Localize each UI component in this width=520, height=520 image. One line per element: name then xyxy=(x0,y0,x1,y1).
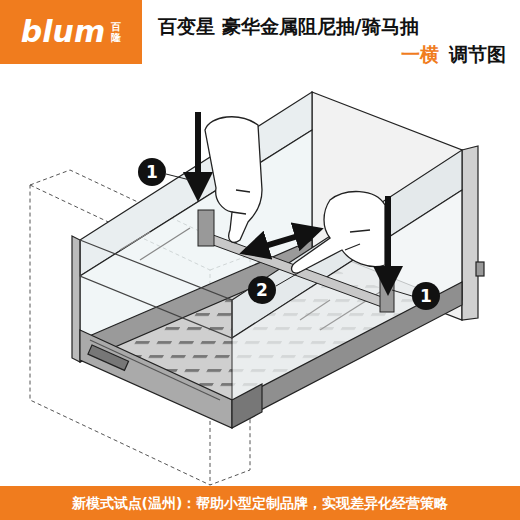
leader-line xyxy=(166,174,412,296)
footer-band: 新模式试点(温州)：帮助小型定制品牌，实现差异化经营策略 xyxy=(0,486,520,520)
node-text: 1 xyxy=(146,162,158,182)
brand-name: blum xyxy=(21,14,105,50)
node-text: 1 xyxy=(420,286,432,306)
brand-chinese: 百隆 xyxy=(111,21,121,43)
adjust-arrows xyxy=(198,112,388,290)
callout-number: 2 xyxy=(248,276,276,304)
callout-number: 1 xyxy=(412,282,440,310)
drawer-front xyxy=(72,236,262,428)
header-rule xyxy=(0,72,520,73)
title: 百变星 豪华金属阻尼抽/骑马抽 xyxy=(158,14,419,40)
node-text: 新模式试点(温州)：帮助小型定制品牌，实现差异化经营策略 xyxy=(72,495,449,512)
logo-box: blum 百隆 xyxy=(0,0,142,64)
node-text: 2 xyxy=(256,280,268,300)
hand xyxy=(205,117,262,243)
callout-number: 1 xyxy=(138,158,166,186)
subtitle-row: 一横调节图 xyxy=(401,42,506,68)
subtitle-label: 一横 xyxy=(401,42,439,68)
subtitle-label: 调节图 xyxy=(449,42,506,68)
